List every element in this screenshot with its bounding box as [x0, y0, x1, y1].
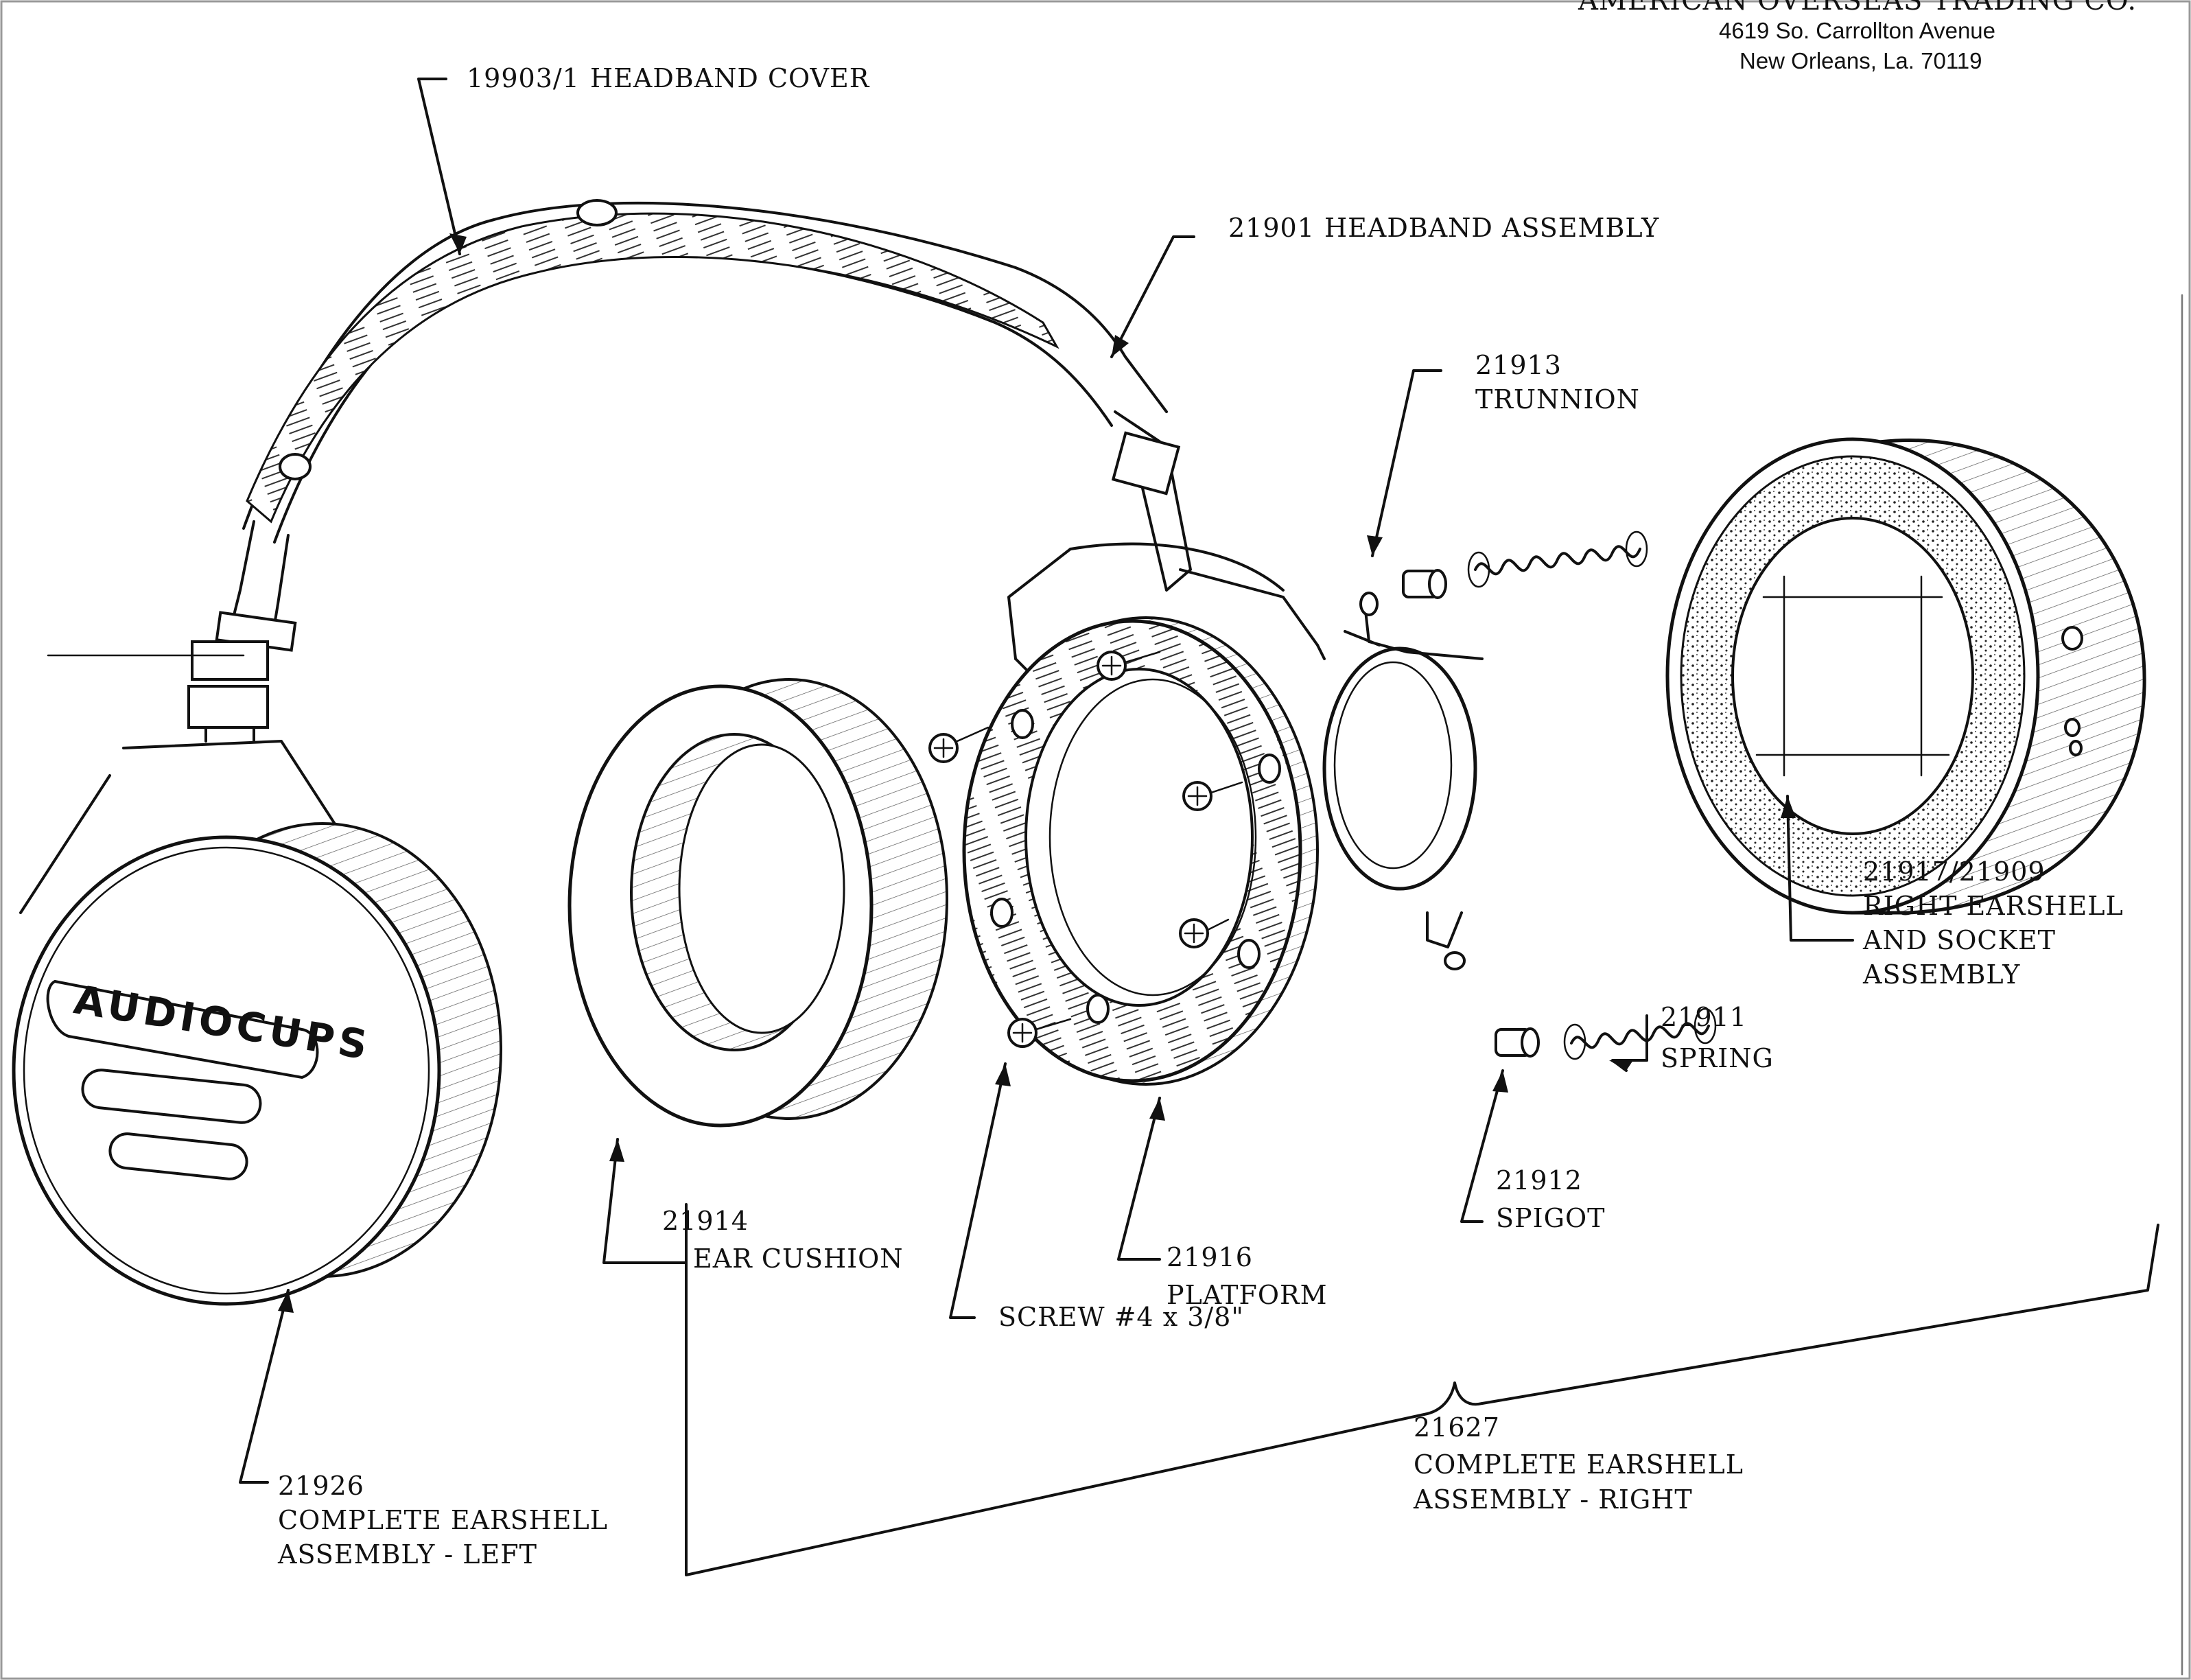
leader-lines	[47, 78, 2183, 1676]
earshell-left-name-1: COMPLETE EARSHELL	[278, 1505, 608, 1535]
headband-drawing	[215, 199, 1326, 674]
spigot-upper-icon	[1402, 569, 1447, 599]
logo-plate	[46, 979, 319, 1080]
left-earshell-drawing: AUDIOCUPS	[12, 640, 502, 1306]
headband-cover-name: HEADBAND COVER	[590, 63, 870, 93]
rivet-icon	[576, 199, 618, 226]
right-earshell-socket-name-2: AND SOCKET	[1862, 925, 2056, 955]
spring-number: 21911	[1661, 1002, 1747, 1032]
headband-assembly-number: 21901	[1228, 213, 1315, 243]
spring-upper-icon	[1467, 530, 1648, 588]
screw-name: SCREW #4 x 3/8"	[998, 1302, 1244, 1332]
ear-cushion-name: EAR CUSHION	[693, 1244, 904, 1274]
screw-icon	[928, 726, 989, 763]
right-earshell-socket-name-3: ASSEMBLY	[1862, 959, 2020, 990]
trunnion-number: 21913	[1475, 350, 1562, 380]
screw-icon	[1097, 651, 1161, 681]
company-city: New Orleans, La. 70119	[1739, 48, 1982, 73]
right-earshell-socket-name-1: RIGHT EARSHELL	[1863, 891, 2124, 921]
headband-assembly-name: HEADBAND ASSEMBLY	[1324, 213, 1659, 243]
spring-lower-icon	[1563, 1007, 1717, 1060]
screw-icon	[1007, 1018, 1072, 1048]
ear-cushion-number: 21914	[662, 1206, 749, 1236]
headband-cover-number: 19903/1	[467, 63, 580, 93]
part-labels: 19903/1 HEADBAND COVER 21901 HEADBAND AS…	[277, 63, 2124, 1570]
ear-cushion-drawing	[567, 678, 948, 1128]
platform-name: PLATFORM	[1167, 1280, 1328, 1310]
screw-icon	[1182, 781, 1243, 811]
company-street: 4619 So. Carrollton Avenue	[1719, 18, 1995, 43]
platform-drawing	[928, 616, 1319, 1086]
spigot-name: SPIGOT	[1496, 1203, 1605, 1233]
earshell-left-name-2: ASSEMBLY - LEFT	[277, 1539, 537, 1570]
right-earshell-drawing	[1665, 437, 2146, 915]
company-name: AMERICAN OVERSEAS TRADING CO.	[1578, 0, 2137, 16]
trunnion-drawing	[1322, 592, 1484, 970]
screw-icon	[1179, 918, 1230, 948]
earshell-right-number: 21627	[1414, 1412, 1500, 1443]
spigot-lower-icon	[1495, 1027, 1540, 1058]
company-header: AMERICAN OVERSEAS TRADING CO. 4619 So. C…	[1578, 0, 2137, 73]
rivet-icon	[279, 453, 312, 480]
earshell-right-name-2: ASSEMBLY - RIGHT	[1413, 1484, 1693, 1515]
earshell-right-name-1: COMPLETE EARSHELL	[1414, 1449, 1744, 1480]
spigot-number: 21912	[1496, 1165, 1582, 1195]
right-earshell-socket-number: 21917/21909	[1863, 856, 2046, 887]
spring-name: SPRING	[1661, 1043, 1774, 1073]
earshell-left-number: 21926	[278, 1471, 364, 1501]
platform-number: 21916	[1167, 1242, 1253, 1272]
trunnion-name: TRUNNION	[1475, 384, 1640, 415]
